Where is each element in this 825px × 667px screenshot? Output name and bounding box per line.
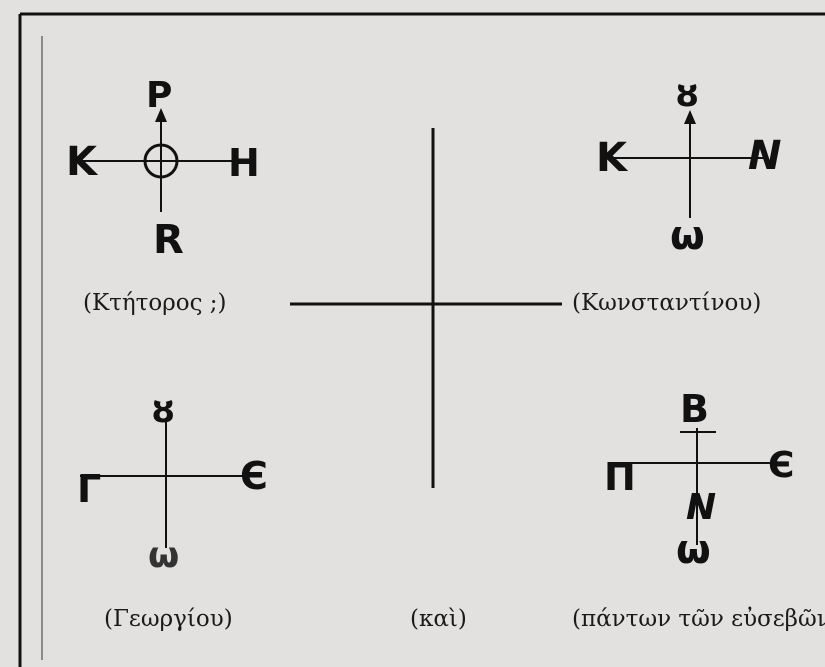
monogram-br-top-letter: B [680,387,709,431]
monogram-tr-caption: (Κωνσταντίνου) [572,290,762,316]
monogram-bl-top-letter: ȣ [152,391,175,431]
monogram-tr-left-letter: K [596,135,627,181]
center-caption: (καὶ) [410,606,467,632]
monogram-bl-right-letter: Є [240,454,268,498]
monogram-tl-top-letter: P [146,75,173,116]
monogram-tr-top-letter: ȣ [676,75,699,115]
monogram-bl-bottom-letter: ω [148,535,180,576]
monogram-bl-left-letter: Γ [77,467,102,511]
monogram-br-left-letter: Π [604,455,636,499]
monogram-bl-caption: (Γεωργίου) [104,606,233,632]
monogram-br-right-letter: Є [768,445,795,486]
monogram-tl-caption: (Κτήτορος ;) [83,290,227,316]
monogram-tl-left-letter: K [66,139,97,185]
monogram-br-middle-letter: N [686,487,717,528]
center-circle-mark [143,143,179,179]
monogram-tr-bottom-letter: ω [670,213,705,259]
monogram-tl-bottom-letter: R [153,217,184,263]
monogram-tl-right-letter: H [228,141,260,185]
monogram-tr-right-letter: N [748,133,782,179]
monogram-br-bottom-letter: ω [676,527,711,573]
monogram-br-caption: (πάντων τῶν εὐσεβῶν) [572,606,825,632]
